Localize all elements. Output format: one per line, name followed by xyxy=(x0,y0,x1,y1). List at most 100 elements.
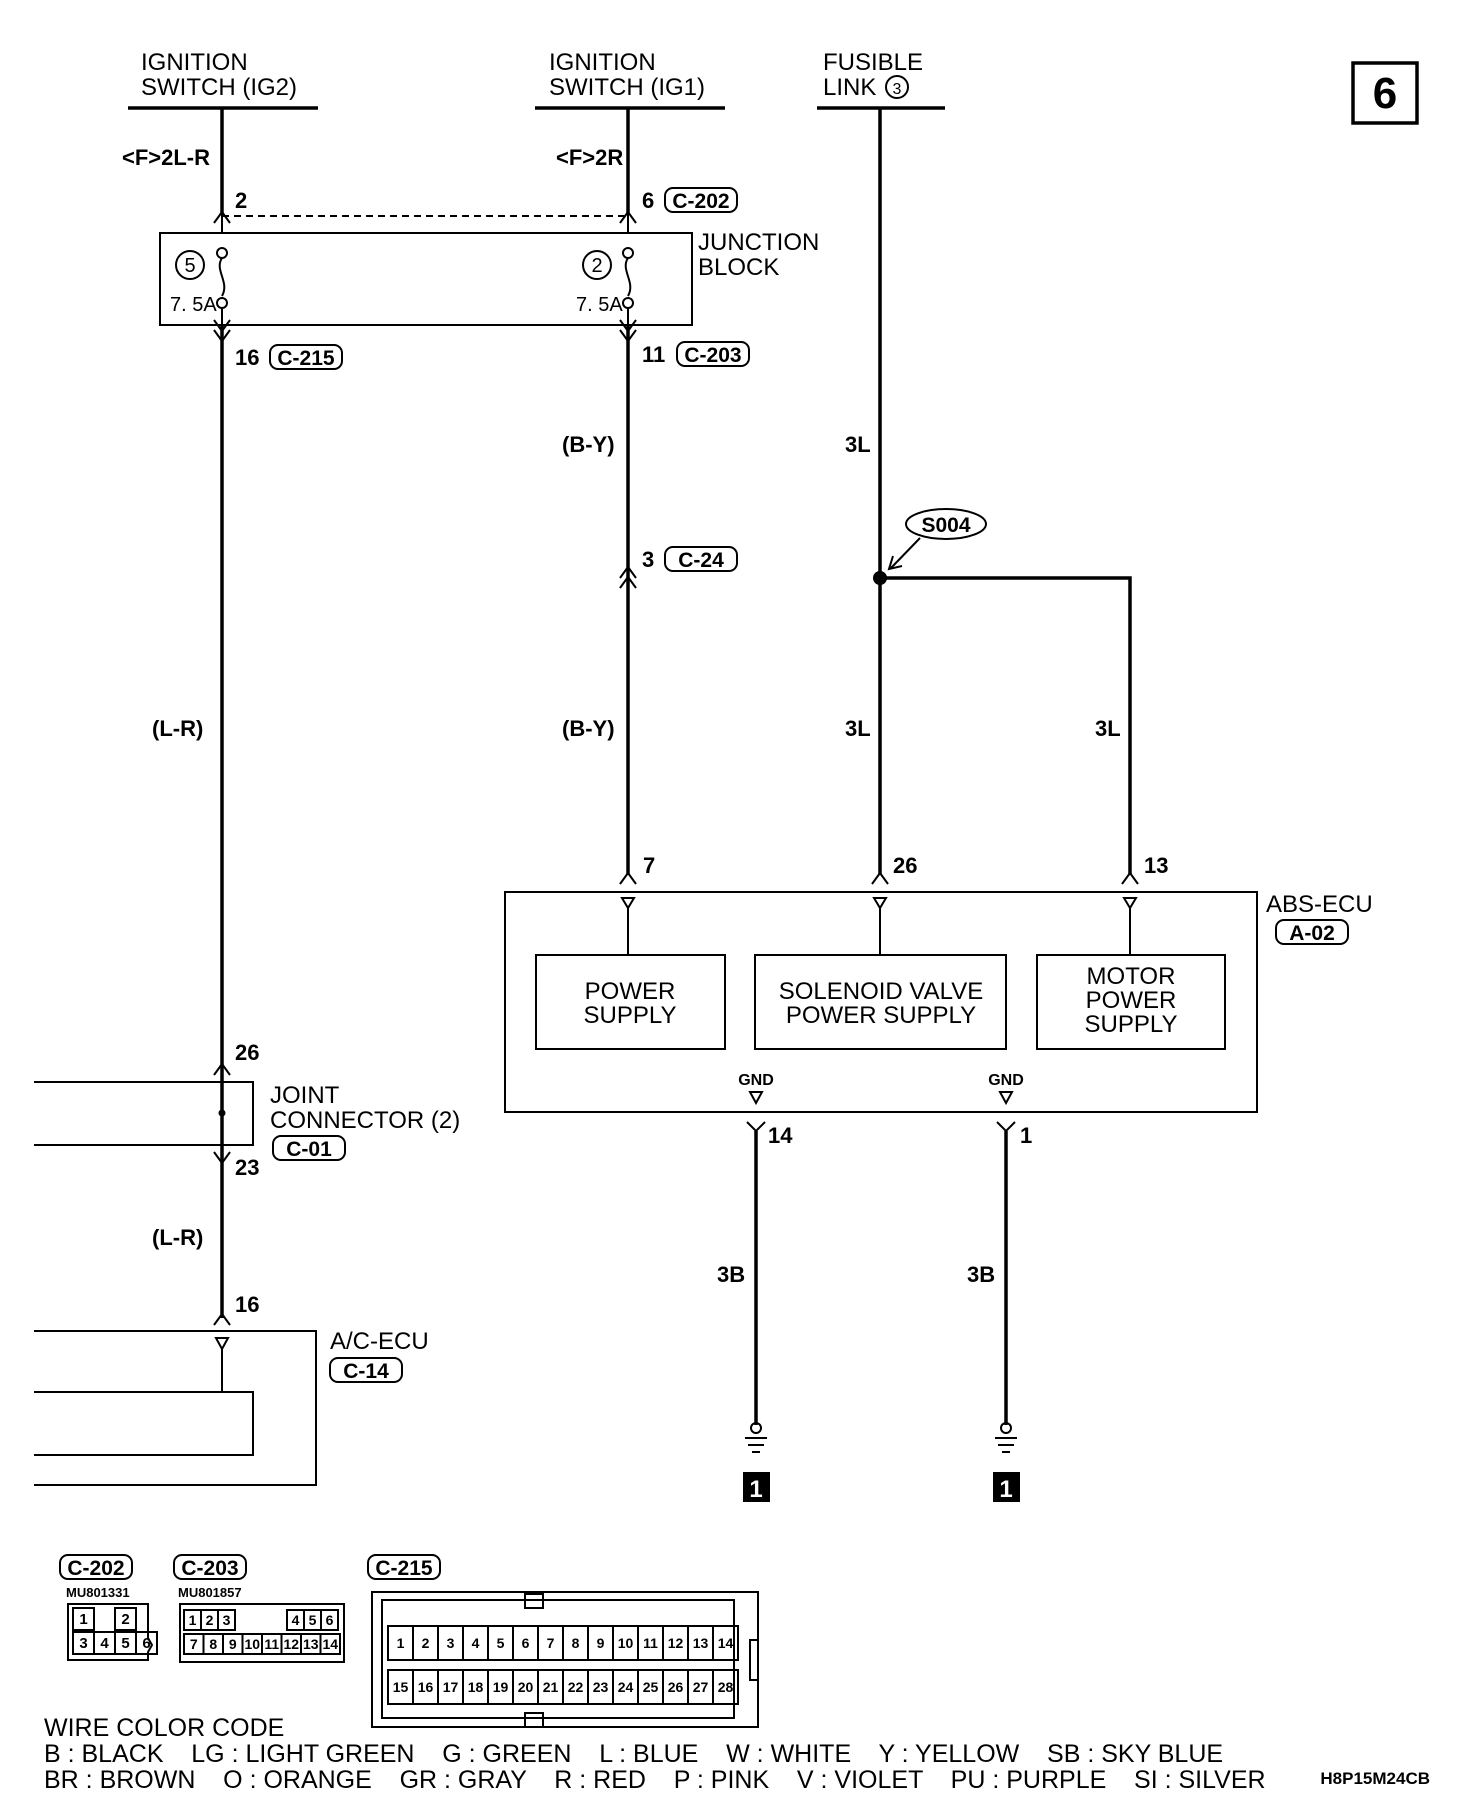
ac-ecu-label: A/C-ECU xyxy=(330,1328,429,1355)
ig2-label-line2: SWITCH (IG2) xyxy=(141,74,297,101)
connector-a02-label: A-02 xyxy=(1289,922,1335,945)
pin-c24: 3 xyxy=(642,547,654,572)
c203-pin-label: 1 xyxy=(189,1612,197,1628)
ground-number-1: 1 xyxy=(999,1476,1012,1503)
wire-color-code: WIRE COLOR CODE B : BLACK LG : LIGHT GRE… xyxy=(44,1714,1266,1794)
ground-number-14: 1 xyxy=(749,1476,762,1503)
c215-pin-label: 28 xyxy=(718,1679,734,1695)
pin-gnd-1: 1 xyxy=(1020,1123,1032,1148)
wire-lr xyxy=(213,108,231,1318)
c203-cavity xyxy=(217,1609,236,1631)
abs-ecu-box xyxy=(504,891,1258,1113)
connector-c203-label: C-203 xyxy=(684,344,741,367)
pin-gnd-14: 14 xyxy=(768,1123,793,1148)
c202-pin-label: 2 xyxy=(121,1611,129,1628)
c203-pin-label: 7 xyxy=(190,1636,198,1652)
c203-pin-label: 12 xyxy=(283,1636,299,1652)
fuse-2-number: 2 xyxy=(591,255,602,277)
c203-pin-label: 14 xyxy=(322,1636,338,1652)
c215-pin-label: 5 xyxy=(497,1635,505,1651)
pin-joint-in: 26 xyxy=(235,1040,259,1065)
c215-pin-label: 16 xyxy=(418,1679,434,1695)
gnd-label-14: GND xyxy=(738,1072,774,1089)
wire-color-code-title: WIRE COLOR CODE xyxy=(44,1714,284,1742)
c202-cavity xyxy=(114,1607,137,1631)
ig2-label-line1: IGNITION xyxy=(141,49,248,76)
c202-pin-label: 5 xyxy=(121,1635,129,1652)
c215-pin-label: 15 xyxy=(393,1679,409,1695)
abs-ecu: ABS-ECU A-02 POWER SUPPLY SOLENOID VALVE… xyxy=(504,891,1373,1113)
c215-pin-label: 19 xyxy=(493,1679,509,1695)
solenoid-line1: SOLENOID VALVE xyxy=(779,978,984,1005)
c202-part-number: MU801331 xyxy=(66,1585,130,1600)
fuse-5-number-circle xyxy=(175,250,205,280)
c203-pin-label: 2 xyxy=(206,1612,214,1628)
c215-pin-label: 6 xyxy=(522,1635,530,1651)
pin-jb-out-right: 11 xyxy=(642,342,665,367)
page-number-box xyxy=(1351,61,1419,125)
wire-label-by-1: (B-Y) xyxy=(562,432,615,457)
fusible-label-line2: LINK xyxy=(823,74,876,101)
pin-abs-26: 26 xyxy=(893,853,917,878)
c215-pin-label: 13 xyxy=(693,1635,709,1651)
connector-tag-c203: C-203 xyxy=(676,341,750,367)
c215-pin-label: 1 xyxy=(397,1635,405,1651)
pin-acecu: 16 xyxy=(235,1292,259,1317)
solenoid-valve-power-supply-block: SOLENOID VALVE POWER SUPPLY xyxy=(754,954,1007,1050)
wire-label-3b-2: 3B xyxy=(967,1262,995,1287)
harness-code-left: <F>2L-R xyxy=(122,145,210,170)
c203-pin-label: 8 xyxy=(209,1636,217,1652)
c215-pin-label: 14 xyxy=(718,1635,734,1651)
c215-pin-label: 11 xyxy=(643,1635,658,1651)
fusible-label-line1: FUSIBLE xyxy=(823,49,923,76)
wire-label-by-2: (B-Y) xyxy=(562,716,615,741)
c215-pin-label: 23 xyxy=(593,1679,609,1695)
fuse-2-number-circle xyxy=(582,250,612,280)
connector-tag-a02 xyxy=(1275,919,1349,945)
joint-connector: JOINT CONNECTOR (2) C-01 xyxy=(34,1062,460,1165)
wire-label-3l-1: 3L xyxy=(845,432,871,457)
power-supply-block: POWER SUPPLY xyxy=(535,954,726,1050)
motor-line1: MOTOR xyxy=(1087,963,1176,990)
ground-wire-14: 1 xyxy=(743,1121,770,1503)
solenoid-line2: POWER SUPPLY xyxy=(786,1002,976,1029)
ignition-switch-ig2: IGNITION SWITCH (IG2) xyxy=(128,49,318,110)
c203-pin-label: 9 xyxy=(229,1636,237,1652)
wire-label-lr-1: (L-R) xyxy=(152,716,203,741)
c215-pin-label: 22 xyxy=(568,1679,584,1695)
harness-code-mid: <F>2R xyxy=(556,145,623,170)
connector-c215-label: C-215 xyxy=(277,347,335,370)
c203-view-title: C-203 xyxy=(181,1557,238,1580)
diagram-code: H8P15M24CB xyxy=(1320,1769,1430,1788)
ig1-label-line2: SWITCH (IG1) xyxy=(549,74,705,101)
c215-pin-label: 10 xyxy=(618,1635,634,1651)
c215-pin-label: 26 xyxy=(668,1679,684,1695)
c203-cavity xyxy=(320,1609,339,1631)
c203-part-number: MU801857 xyxy=(178,1585,242,1600)
c215-pin-label: 24 xyxy=(618,1679,634,1695)
fuse-5: 5 7. 5A xyxy=(170,247,228,325)
wire-label-3l-3: 3L xyxy=(1095,716,1121,741)
motor-line3: SUPPLY xyxy=(1085,1011,1178,1038)
c215-pin-label: 18 xyxy=(468,1679,484,1695)
wire-color-code-line1: B : BLACK LG : LIGHT GREEN G : GREEN L :… xyxy=(44,1740,1223,1768)
splice-s004-label: S004 xyxy=(921,514,970,537)
wire-label-3l-2: 3L xyxy=(845,716,871,741)
junction-block-label-line2: BLOCK xyxy=(698,254,779,281)
c203-pin-label: 6 xyxy=(326,1612,334,1628)
c202-pin-label: 6 xyxy=(142,1635,150,1652)
pin-abs-7: 7 xyxy=(643,853,655,878)
c203-cavity xyxy=(319,1633,341,1655)
c203-pin-label: 10 xyxy=(244,1636,260,1652)
junction-block: JUNCTION BLOCK 5 7. 5A 2 7. 5A xyxy=(159,229,819,326)
pin-jb-in-left: 2 xyxy=(235,188,247,213)
c215-view-title: C-215 xyxy=(375,1557,433,1580)
wire-3l xyxy=(871,108,1139,885)
c215-pin-label: 2 xyxy=(422,1635,430,1651)
ground-wire-1: 1 xyxy=(993,1121,1020,1503)
